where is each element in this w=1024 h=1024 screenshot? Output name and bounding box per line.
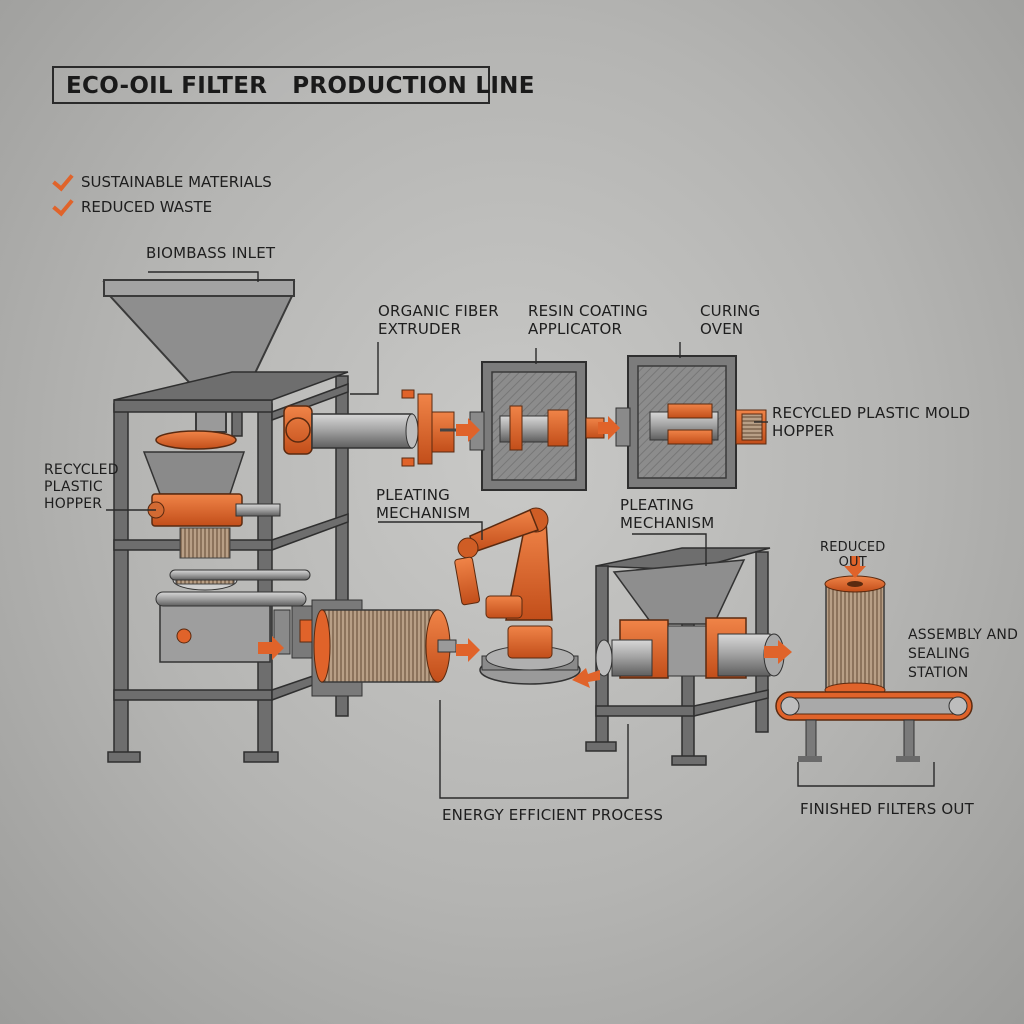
resin-coating-box [469,361,605,491]
finished-filter-cartridge [824,575,886,698]
label-reduced-out: REDUCED OUT [820,540,886,570]
label-finished-filters-out: FINISHED FILTERS OUT [800,800,974,818]
arrow-machine-to-robot [572,668,600,688]
pleating-machine-right [585,547,785,766]
arrow-extruder-to-resin [456,418,480,442]
flow-arrows [258,416,866,688]
highlight-label: SUSTAINABLE MATERIALS [81,173,272,191]
organic-fiber-extruder [283,389,472,467]
label-pleating-mechanism-right: PLEATING MECHANISM [620,496,715,532]
arrow-resin-to-oven [598,416,620,440]
arrow-reduced-out [844,556,866,578]
check-icon [52,193,74,216]
pleating-hopper [612,559,746,625]
label-energy-efficient-process: ENERGY EFFICIENT PROCESS [442,806,664,824]
biomass-hopper-tower [102,279,349,763]
label-assembly-sealing-station: ASSEMBLY AND SEALING STATION [908,627,1019,681]
title-box: ECO-OIL FILTER PRODUCTION LINE [52,66,534,104]
conveyor [775,691,973,762]
highlight-label: REDUCED WASTE [81,198,213,216]
label-curing-oven: CURING OVEN [700,302,761,338]
leader-lines [106,271,935,799]
curing-oven-box [615,355,767,489]
highlight-item: SUSTAINABLE MATERIALS [50,168,272,193]
page-title: ECO-OIL FILTER PRODUCTION LINE [66,73,535,99]
highlight-item: REDUCED WASTE [50,193,213,218]
label-recycled-plastic-hopper: RECYCLED PLASTIC HOPPER [44,462,119,512]
label-pleating-mechanism-left: PLEATING MECHANISM [376,486,471,522]
label-recycled-plastic-mold-hopper: RECYCLED PLASTIC MOLD HOPPER [772,404,971,440]
label-biomass-inlet: BIOMBASS INLET [146,244,276,262]
label-resin-coating-applicator: RESIN COATING APPLICATOR [528,302,648,338]
label-organic-fiber-extruder: ORGANIC FIBER EXTRUDER [378,302,499,338]
arrow-machine-to-filter [764,640,792,664]
arrow-gearbox-to-drum [258,636,284,660]
check-icon [52,168,74,191]
arrow-drum-to-robot [456,638,480,662]
robot-arm [454,507,581,685]
pleated-drum [311,599,457,697]
